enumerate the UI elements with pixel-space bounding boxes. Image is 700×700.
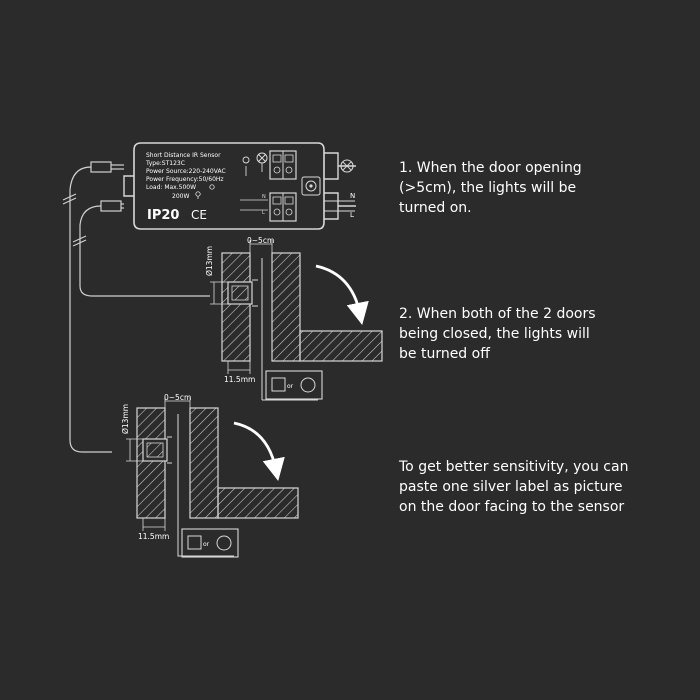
sensor-load-alt: 200W: [172, 193, 189, 200]
note-line: To get better sensitivity, you can: [399, 459, 629, 475]
note-line: on the door facing to the sensor: [399, 499, 625, 515]
inner-terminal-l: L: [262, 210, 265, 216]
instruction-silver-label: To get better sensitivity, you can paste…: [399, 457, 628, 517]
instruction-door-open: 1. When the door opening (>5cm), the lig…: [399, 158, 582, 218]
cabinet-door-lower: [189, 407, 219, 519]
note-line: 1. When the door opening: [399, 160, 582, 176]
door-diagram-upper: 0~5cm Ø13mm 11.5mm or: [205, 236, 383, 401]
cabinet-wall: [221, 252, 251, 362]
ce-mark: CE: [191, 208, 207, 222]
gap-dimension-upper: 0~5cm: [247, 236, 274, 245]
terminal-n-label: N: [350, 192, 355, 200]
diameter-dimension-upper: Ø13mm: [205, 246, 214, 276]
gap-dimension-lower: 0~5cm: [164, 393, 191, 402]
sensor-power-frequency: Power Frequency:50/60Hz: [146, 176, 224, 183]
lamp-symbol-icon: [256, 152, 268, 164]
sensor-load: Load: Max.500W: [146, 184, 196, 191]
door-swing-arrow-lower: [233, 421, 285, 481]
depth-dimension-upper: 11.5mm: [224, 375, 255, 384]
sensor-unit: Short Distance IR Sensor Type:ST123C Pow…: [123, 142, 356, 230]
input-terminal-block: [269, 192, 297, 222]
sensor-title: Short Distance IR Sensor: [146, 152, 221, 159]
bulb-icon: [195, 191, 201, 199]
or-label-upper: or: [287, 383, 294, 390]
load-lamp-icon: [209, 184, 215, 190]
sensor-type: Type:ST123C: [145, 160, 185, 167]
cabinet-door: [271, 252, 301, 362]
silver-label-upper: or: [265, 370, 323, 400]
ip-rating: IP20: [147, 208, 179, 223]
door-swing-arrow-upper: [315, 264, 369, 325]
sensor-body: [133, 142, 325, 230]
inner-terminal-n: N: [262, 194, 266, 200]
cabinet-shelf-lower: [217, 487, 299, 519]
note-line: (>5cm), the lights will be: [399, 180, 577, 196]
diameter-dimension-lower: Ø13mm: [121, 404, 130, 434]
cabinet-shelf: [299, 330, 383, 362]
connector-knob: [301, 176, 321, 196]
silver-label-lower: or: [181, 528, 239, 558]
door-diagram-lower: 0~5cm Ø13mm 11.5mm or: [121, 393, 299, 558]
note-line: turned on.: [399, 200, 472, 216]
note-line: being closed, the lights will: [399, 326, 590, 342]
cabinet-wall-lower: [136, 407, 166, 519]
sensor-power-source: Power Source:220-240VAC: [146, 168, 226, 175]
output-terminal-block: [269, 150, 297, 180]
note-line: be turned off: [399, 346, 490, 362]
or-label-lower: or: [203, 541, 210, 548]
depth-dimension-lower: 11.5mm: [138, 532, 169, 541]
sensor-cables: [62, 161, 210, 453]
instruction-doors-closed: 2. When both of the 2 doors being closed…: [399, 304, 596, 364]
terminal-l-label: L: [350, 211, 354, 219]
load-lamp-output-icon: [340, 159, 354, 173]
note-line: paste one silver label as picture: [399, 479, 623, 495]
note-line: 2. When both of the 2 doors: [399, 306, 596, 322]
